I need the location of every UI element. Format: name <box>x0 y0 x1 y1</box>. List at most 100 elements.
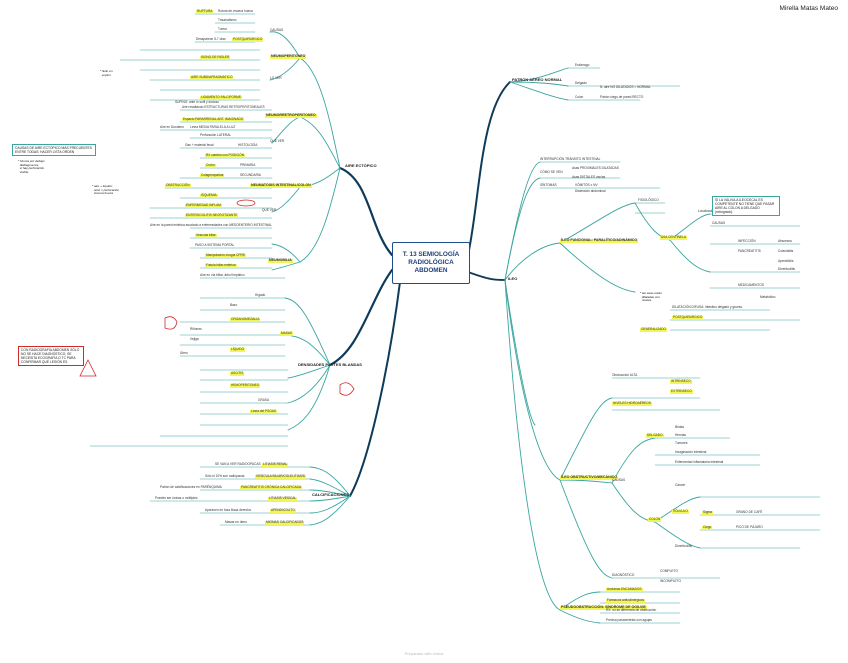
branch-densidades[interactable]: DENSIDADES PARTES BLANDAS <box>298 362 362 367</box>
leaf-asa-centinela: ASA CENTINELA <box>660 235 687 240</box>
node-lo-ver: LO VER <box>270 76 282 80</box>
central-title-line-1: T. 13 SEMIOLOGÍA <box>402 251 460 258</box>
leaf-ligamento: LIGAMENTO FALCIFORME <box>200 95 242 100</box>
leaf-como-ven: CÓMO SE VEN <box>540 170 563 174</box>
node-pseudo[interactable]: PSEUDOOBSTRUCCIÓN: SÍNDROME DE OGILVIE <box>560 605 647 610</box>
leaf-distension: Distensión abdominal <box>575 189 606 193</box>
leaf-liquido: LÍQUIDO <box>230 347 246 352</box>
leaf-rx-cambio: RX cambio con POSICIÓN <box>205 153 246 158</box>
leaf-pancreatitis: PANCREATITIS <box>738 249 761 253</box>
leaf-crohn-2: Enfermedad inflamatoria intestinal <box>675 460 724 464</box>
leaf-enterocolitis: ENTEROCOLITIS NECROTIZANTE <box>185 213 239 218</box>
node-neumobilia[interactable]: NEUMOBILIA <box>268 258 293 263</box>
leaf-ampolla: Patrón ciego de pared RECTO <box>600 95 644 99</box>
leaf-calc-txt-5: Aparecen en fosa ilíaca derecha <box>205 508 251 512</box>
leaf-obstruccion: OBSTRUCCIÓN <box>165 183 191 188</box>
leaf-diverticulitis: Diverticulitis <box>778 267 796 271</box>
leaf-linea-psoas: Línea MEDIA PARALELA A LUZ <box>190 125 236 129</box>
note-box-valvula: SI LA VÁLVULA ILEOCECAL ES COMPETENTE NO… <box>712 196 780 217</box>
leaf-nivel-bajo: NIVELES HIDROAÉREOS <box>612 401 652 406</box>
leaf-extrinseco: EXTRÍNSECO <box>670 389 693 394</box>
leaf-delgado-2: DELGADO <box>646 433 664 438</box>
leaf-colagena: Colagenopatías <box>200 173 225 178</box>
branch-calcificaciones[interactable]: CALCIFICACIONES <box>312 492 349 497</box>
leaf-fisiologico: FISIOLÓGICO <box>638 198 659 202</box>
leaf-tumores: Tumores <box>675 441 688 445</box>
leaf-bridas: Bridas <box>675 425 685 429</box>
central-title-line-3: ABDOMEN <box>414 267 448 274</box>
leaf-calc-txt-3: Patrón de calcificaciones en PARÉNQUIMA <box>160 485 222 489</box>
leaf-invaginacion: Invaginación intestinal <box>675 450 707 454</box>
central-topic[interactable]: T. 13 SEMIOLOGÍA RADIOLÓGICA ABDOMEN <box>392 242 470 284</box>
branch-patron-aereo[interactable]: PATRÓN AÉREO NORMAL <box>512 77 563 82</box>
leaf-causas-3: CAUSAS <box>612 478 626 482</box>
footer-watermark: Preparado with xmind <box>404 651 444 656</box>
leaf-riñones: Riñones <box>190 327 202 331</box>
leaf-fistula: Fístula biliar-entérica <box>205 263 237 268</box>
leaf-ileo-title: INTERRUPCIÓN TRÁNSITO INTESTINAL <box>540 157 601 161</box>
leaf-postquir: POSTQUIRÚRGICO <box>232 37 264 42</box>
leaf-causas-2: CAUSAS <box>712 221 726 225</box>
leaf-higado: Hígado <box>255 293 266 297</box>
leaf-isquemia: ISQUEMIA <box>200 193 218 198</box>
author-name: Mirella Matas Mateo <box>779 5 838 12</box>
node-adinamico[interactable]: ÍLEO FUNCIONAL: PARALÍTICO/ADINÁMICO <box>560 238 639 243</box>
leaf-calc-txt-6: Masas en útero <box>225 520 247 524</box>
leaf-calc-5: APENDICOLITO <box>270 508 296 513</box>
handwritten-note-3: * Sólo en supino <box>100 69 113 77</box>
leaf-calc-txt-4: Pueden ser únicas o múltiples <box>155 496 198 500</box>
node-neumatosis[interactable]: NEUMATOSIS INTESTINAL/COLON <box>250 183 312 188</box>
leaf-colon: Colon <box>575 95 584 99</box>
leaf-paso: PASO A SISTEMA PORTAL <box>195 243 235 247</box>
leaf-aire-hilio: Aire en vía biliar, árbol hepático <box>200 273 245 277</box>
leaf-calc-txt-1: SE VAN A VER RADIOOPACAS <box>215 462 261 466</box>
leaf-supra: SUPINO: ante lo sutil y dudoso <box>175 100 219 104</box>
leaf-aire-duodeno: Aire en Duodeno <box>160 125 184 129</box>
node-que-ver-2: QUE VER <box>262 208 277 212</box>
node-neumoretroperitoneo[interactable]: NEUMORRETROPERITONEO <box>265 113 317 118</box>
handwritten-note-2: * aire + líquido: nivel = perforación ví… <box>92 184 120 196</box>
leaf-tumor: Tumor <box>218 27 228 31</box>
leaf-organomegalia: ORGANOMEGALIA <box>230 317 261 322</box>
node-causas: CAUSAS <box>270 28 284 32</box>
leaf-perforacion: Perforación LATERAL <box>200 133 232 137</box>
leaf-histologia: HISTOLOGÍA <box>238 143 258 147</box>
note-box-radiografia: CON RADIOGRAFÍA ABDOMEN SÓLO NO SE HACE … <box>18 346 84 367</box>
leaf-posop: POSTQUIRÚRGICO <box>672 315 704 320</box>
leaf-grano: GRANO DE CAFÉ <box>736 510 763 514</box>
leaf-incompleto: INCOMPLETO <box>660 579 682 583</box>
leaf-calc-3: PANCREATITIS CRÓNICA CALCIFICADA <box>240 485 303 490</box>
node-neumoperitoneo[interactable]: NEUMOPERITONEO <box>270 54 307 59</box>
note-box-causas: CAUSAS DE AIRE ECTÓPICO MÁS FRECUENTES E… <box>12 144 96 157</box>
leaf-hernias: Hernias <box>675 433 686 437</box>
leaf-infeccion: INFECCIÓN <box>738 239 756 243</box>
leaf-secundaria: SECUNDARIA <box>240 173 261 177</box>
leaf-volvulo: VÓLVULO <box>672 509 689 514</box>
leaf-aire-sub: AIRE SUBDIAFRAGMÁTICO <box>190 75 234 80</box>
leaf-colon-2: COLON <box>648 517 662 522</box>
leaf-asas-distales: Asas DISTALES vacías <box>572 175 606 179</box>
leaf-espacio: Espacio PARARRENAL ANT. IMAGINADO <box>182 117 245 122</box>
leaf-calc-2: VESÍCULA BILIAR/COLELITIASIS <box>255 474 306 479</box>
leaf-vomitos: VÓMITOS ≠ NV <box>575 183 598 187</box>
leaf-asas-dilatadas: Asas PROXIMALES DILATADAS <box>572 166 619 170</box>
leaf-abscesos: Abscesos <box>778 239 792 243</box>
leaf-ruptura-viscera: Rotura de víscera hueca <box>218 9 253 13</box>
leaf-delgado: Delgado <box>575 81 587 85</box>
leaf-ruptura: RUPTURA <box>196 9 214 14</box>
central-title-line-2: RADIOLÓGICA <box>408 259 454 266</box>
leaf-crohn: Crohn <box>205 163 216 168</box>
leaf-ogilvie-3: RX: no se diferencia de obstrucción <box>606 608 657 612</box>
handwritten-note-1: * Nunca por debajo diafragma izq si hay … <box>18 159 45 174</box>
branch-aire-ectopico[interactable]: AIRE ECTÓPICO <box>345 163 377 168</box>
leaf-ascitis: ASCITIS <box>230 371 245 376</box>
leaf-vesicula: Vesícula biliar <box>195 233 217 238</box>
leaf-apendicitis: Apendicitis <box>778 259 794 263</box>
leaf-ciego: Ciego <box>702 525 713 530</box>
leaf-normal-aire: N. aire NO DILATADOS = NORMAL <box>600 85 651 89</box>
branch-ileo[interactable]: ILEO <box>508 276 518 281</box>
leaf-utero: Útero <box>180 351 188 355</box>
node-ileo-obstructivo[interactable]: ÍLEO OBSTRUCTIVO/MECÁNICO <box>560 475 619 480</box>
leaf-aire-abdomen: Aire resaltando ESTRUCTURAS RETROPERITON… <box>182 105 265 109</box>
leaf-localizado: Localizado <box>698 209 714 213</box>
